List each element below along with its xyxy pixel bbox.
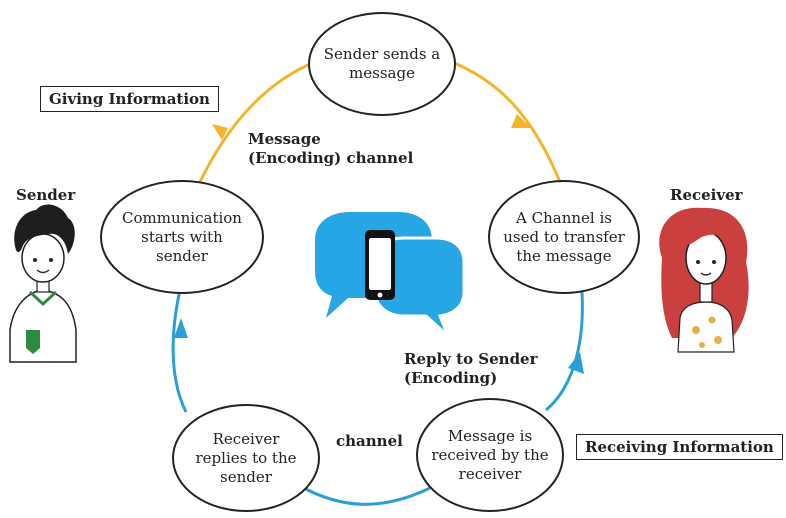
boy-avatar-icon xyxy=(9,204,77,363)
arc-replies-to-start xyxy=(171,289,188,413)
channel-label: channel xyxy=(336,432,403,450)
reply-to-sender-label: Reply to Sender (Encoding) xyxy=(404,350,538,387)
node-receiver-replies-text: Receiver replies to the sender xyxy=(195,429,297,486)
message-channel-label: Message (Encoding) channel xyxy=(248,130,414,167)
receiving-information-box: Receiving Information xyxy=(576,434,783,460)
girl-avatar-icon xyxy=(659,207,749,353)
node-sender-sends-message: Sender sends a message xyxy=(308,12,456,116)
arc-received-to-replies xyxy=(299,484,431,506)
node-channel-transfer-text: A Channel is used to transfer the messag… xyxy=(503,208,625,265)
arrowhead-down-right xyxy=(511,114,531,128)
node-sender-sends-message-text: Sender sends a message xyxy=(323,45,441,82)
node-receiver-replies: Receiver replies to the sender xyxy=(172,404,320,512)
receiver-label: Receiver xyxy=(670,186,743,204)
node-communication-starts-text: Communication starts with sender xyxy=(122,208,242,265)
arrowhead-blue-down xyxy=(568,352,584,374)
node-message-received-text: Message is received by the receiver xyxy=(431,426,549,483)
arrowhead-up-left xyxy=(212,124,228,140)
node-communication-starts: Communication starts with sender xyxy=(100,180,264,294)
arrowhead-blue-up xyxy=(174,318,188,338)
arc-start-to-send xyxy=(198,60,316,183)
chat-bubbles-phone-icon xyxy=(315,212,466,338)
node-message-received: Message is received by the receiver xyxy=(416,398,564,512)
node-channel-transfer: A Channel is used to transfer the messag… xyxy=(488,180,640,294)
giving-information-box: Giving Information xyxy=(40,86,219,112)
arc-channel-to-received xyxy=(545,291,584,412)
arc-send-to-channel xyxy=(451,60,562,183)
sender-label: Sender xyxy=(16,186,76,204)
